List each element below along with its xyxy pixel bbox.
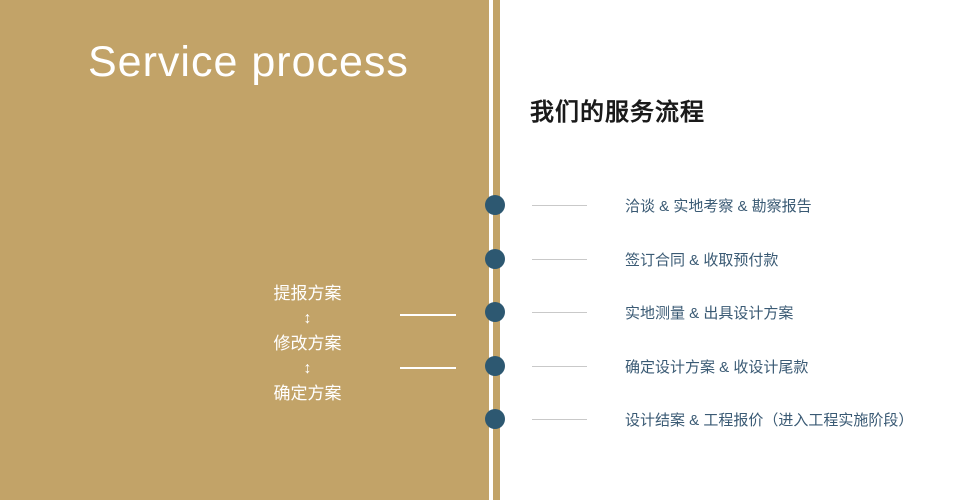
item-line <box>532 311 587 313</box>
item-label: 设计结案 & 工程报价（进入工程实施阶段） <box>625 411 914 429</box>
item-label: 实地测量 & 出具设计方案 <box>625 304 794 322</box>
section-title: 我们的服务流程 <box>530 99 705 126</box>
item-line <box>532 418 587 420</box>
timeline-dot <box>485 249 505 269</box>
left-panel: Service process 提报方案 ↕ 修改方案 ↕ 确定方案 <box>0 0 500 500</box>
item-label: 签订合同 & 收取预付款 <box>625 251 779 269</box>
item-label: 洽谈 & 实地考察 & 勘察报告 <box>625 197 812 215</box>
process-item: 签订合同 & 收取预付款 <box>532 249 778 269</box>
updown-arrow-icon: ↕ <box>303 310 312 327</box>
process-item: 确定设计方案 & 收设计尾款 <box>532 356 808 376</box>
service-process-title: Service process <box>88 38 409 86</box>
process-item: 洽谈 & 实地考察 & 勘察报告 <box>532 195 812 215</box>
step-submit-plan: 提报方案 <box>273 284 342 303</box>
connector-line <box>400 314 456 316</box>
step-revise-plan: 修改方案 <box>273 334 342 353</box>
item-label: 确定设计方案 & 收设计尾款 <box>625 358 809 376</box>
updown-arrow-icon: ↕ <box>303 360 312 377</box>
process-item: 设计结案 & 工程报价（进入工程实施阶段） <box>532 409 913 429</box>
item-line <box>532 204 587 206</box>
connector-line <box>400 367 456 369</box>
process-item: 实地测量 & 出具设计方案 <box>532 302 793 322</box>
timeline-dot <box>485 302 505 322</box>
timeline-dot <box>485 195 505 215</box>
item-line <box>532 365 587 367</box>
item-line <box>532 258 587 260</box>
design-steps: 提报方案 ↕ 修改方案 ↕ 确定方案 <box>240 284 375 404</box>
timeline-dot <box>485 356 505 376</box>
step-confirm-plan: 确定方案 <box>273 384 342 403</box>
timeline-dot <box>485 409 505 429</box>
